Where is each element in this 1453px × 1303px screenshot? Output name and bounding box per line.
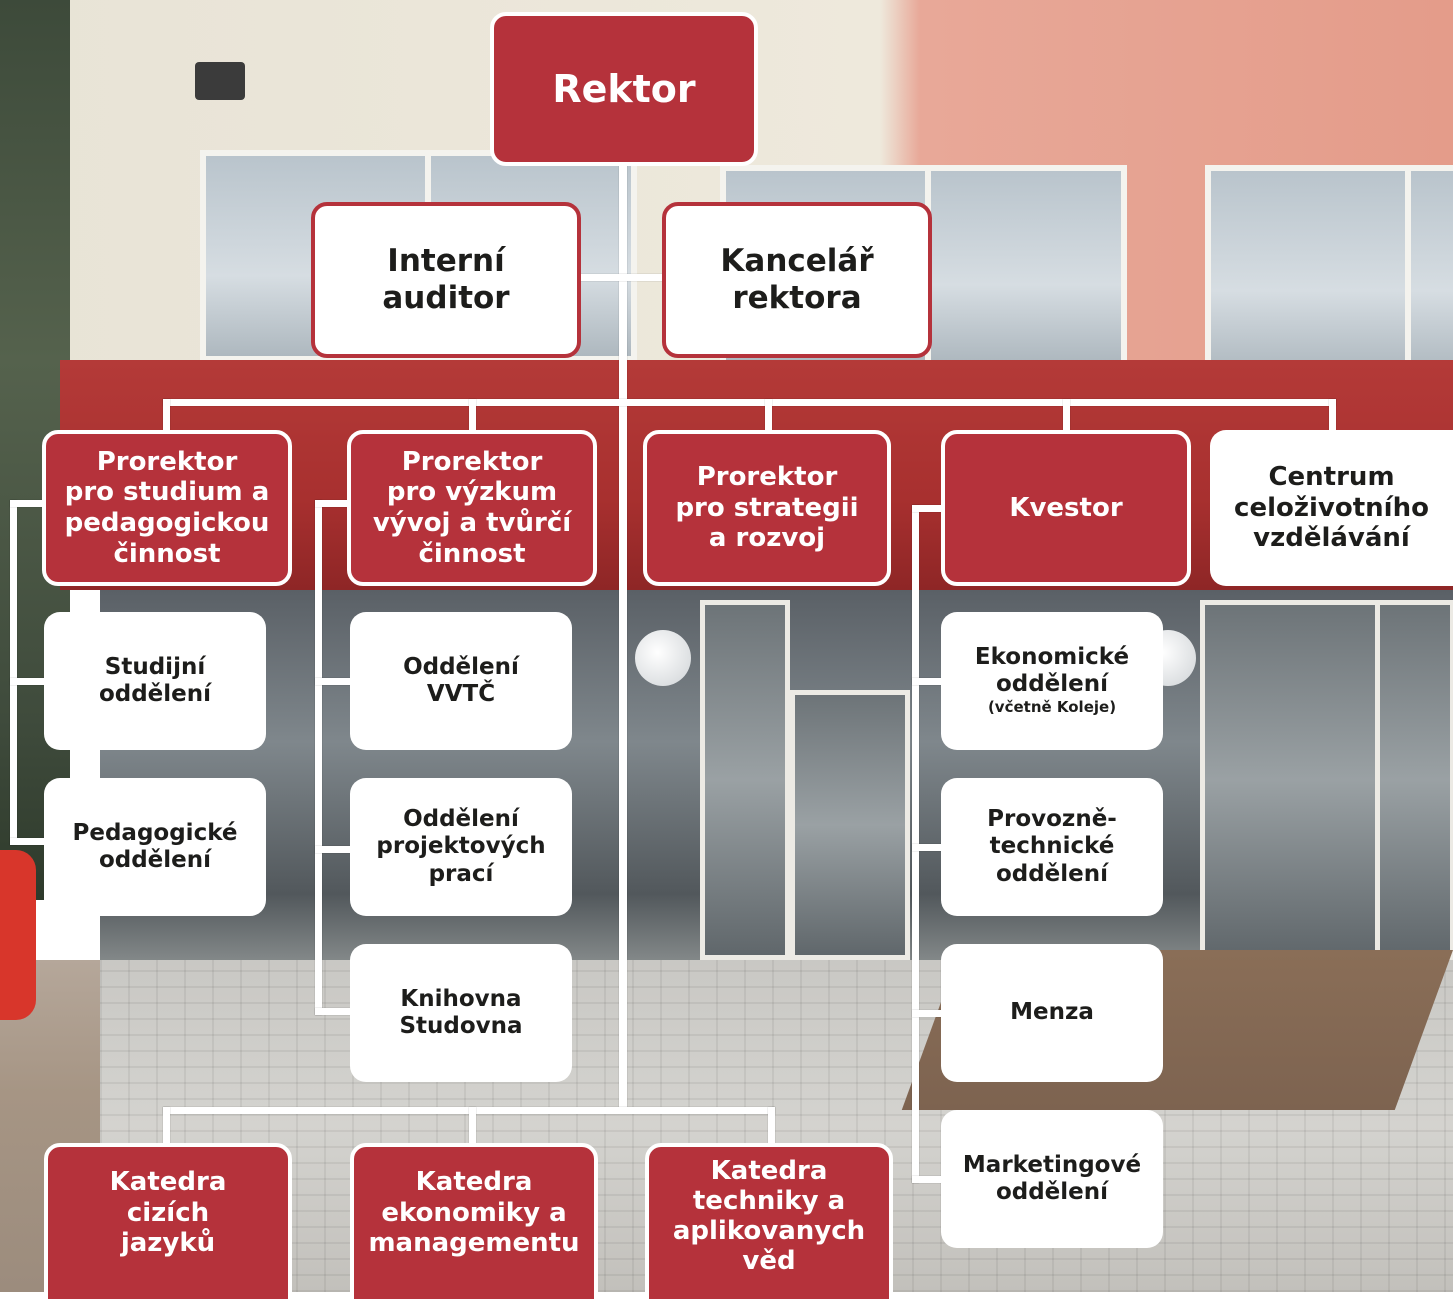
box-label: VVTČ: [426, 681, 496, 707]
box-label: Katedra: [109, 1167, 227, 1197]
box-label: Kvestor: [1009, 492, 1123, 523]
box-label: rektora: [732, 280, 862, 316]
box-marketingove-oddeleni: Marketingové oddělení: [941, 1110, 1163, 1248]
box-menza: Menza: [941, 944, 1163, 1082]
box-knihovna-studovna: Knihovna Studovna: [350, 944, 572, 1082]
box-label: a rozvoj: [708, 523, 826, 554]
box-label: Knihovna: [400, 985, 522, 1012]
box-label: techniky a: [692, 1185, 846, 1216]
box-label: Pedagogické: [72, 819, 238, 846]
box-label: činnost: [113, 538, 221, 569]
box-label: oddělení: [98, 847, 212, 873]
box-label: Prorektor: [401, 446, 543, 477]
box-label: oddělení: [98, 681, 212, 707]
box-ekonomicke-oddeleni: Ekonomické oddělení (včetně Koleje): [941, 612, 1163, 750]
box-label: pro strategii: [675, 492, 859, 523]
box-studijni-oddeleni: Studijní oddělení: [44, 612, 266, 750]
box-label: pro studium a: [64, 477, 270, 508]
box-rektor: Rektor: [490, 12, 758, 166]
box-label: věd: [742, 1245, 796, 1276]
box-label: Kancelář: [720, 243, 874, 280]
box-label: prací: [428, 860, 494, 887]
box-label: Centrum: [1268, 461, 1395, 492]
box-label: Prorektor: [696, 461, 838, 492]
box-pedagogicke-oddeleni: Pedagogické oddělení: [44, 778, 266, 916]
box-label: technické: [989, 833, 1115, 860]
box-label: oddělení: [995, 671, 1109, 698]
box-label: Studovna: [399, 1013, 523, 1039]
box-label: Rektor: [552, 66, 696, 111]
box-label: Studijní: [104, 653, 206, 680]
box-label: projektových: [376, 833, 546, 860]
box-label: auditor: [382, 280, 510, 316]
box-oddeleni-projektovych-praci: Oddělení projektových prací: [350, 778, 572, 916]
box-kancelar-rektora: Kancelář rektora: [662, 202, 932, 358]
box-centrum-celozivotniho-vzdelavani: Centrum celoživotního vzdělávání: [1210, 430, 1453, 586]
box-label: celoživotního: [1234, 492, 1429, 523]
box-label: Katedra: [710, 1156, 828, 1186]
box-prorektor-studium: Prorektor pro studium a pedagogickou čin…: [42, 430, 292, 586]
box-label: Oddělení: [403, 806, 519, 833]
box-kvestor: Kvestor: [941, 430, 1191, 586]
box-label: Marketingové: [962, 1151, 1142, 1178]
box-label: pedagogickou: [64, 508, 270, 538]
box-provozne-technicke-oddeleni: Provozně- technické oddělení: [941, 778, 1163, 916]
box-note: (včetně Koleje): [987, 698, 1117, 717]
box-label: oddělení: [995, 860, 1109, 887]
box-label: Prorektor: [96, 446, 238, 477]
box-label: Menza: [1010, 999, 1094, 1026]
box-label: oddělení: [995, 1179, 1109, 1205]
box-katedra-cizich-jazyku: Katedra cizích jazyků: [44, 1143, 292, 1303]
box-interni-auditor: Interní auditor: [311, 202, 581, 358]
box-label: Katedra: [415, 1167, 533, 1197]
box-katedra-ekonomiky-a-managementu: Katedra ekonomiky a managementu: [350, 1143, 598, 1303]
box-label: Provozně-: [987, 806, 1117, 833]
box-katedra-techniky-a-aplikovanych-ved: Katedra techniky a aplikovanych věd: [645, 1143, 893, 1303]
box-label: cizích: [126, 1197, 210, 1228]
box-label: vzdělávání: [1253, 523, 1410, 554]
box-oddeleni-vvtc: Oddělení VVTČ: [350, 612, 572, 750]
box-label: činnost: [418, 538, 526, 569]
box-label: Interní: [387, 243, 505, 280]
box-prorektor-vyzkum: Prorektor pro výzkum vývoj a tvůrčí činn…: [347, 430, 597, 586]
box-label: jazyků: [120, 1228, 216, 1259]
box-label: Oddělení: [403, 653, 519, 680]
box-label: vývoj a tvůrčí: [372, 508, 572, 538]
box-label: ekonomiky a: [381, 1197, 567, 1228]
box-label: Ekonomické: [974, 644, 1130, 671]
box-prorektor-strategie: Prorektor pro strategii a rozvoj: [643, 430, 891, 586]
box-label: managementu: [368, 1228, 580, 1259]
box-label: aplikovanych: [672, 1215, 866, 1246]
box-label: pro výzkum: [386, 477, 558, 508]
